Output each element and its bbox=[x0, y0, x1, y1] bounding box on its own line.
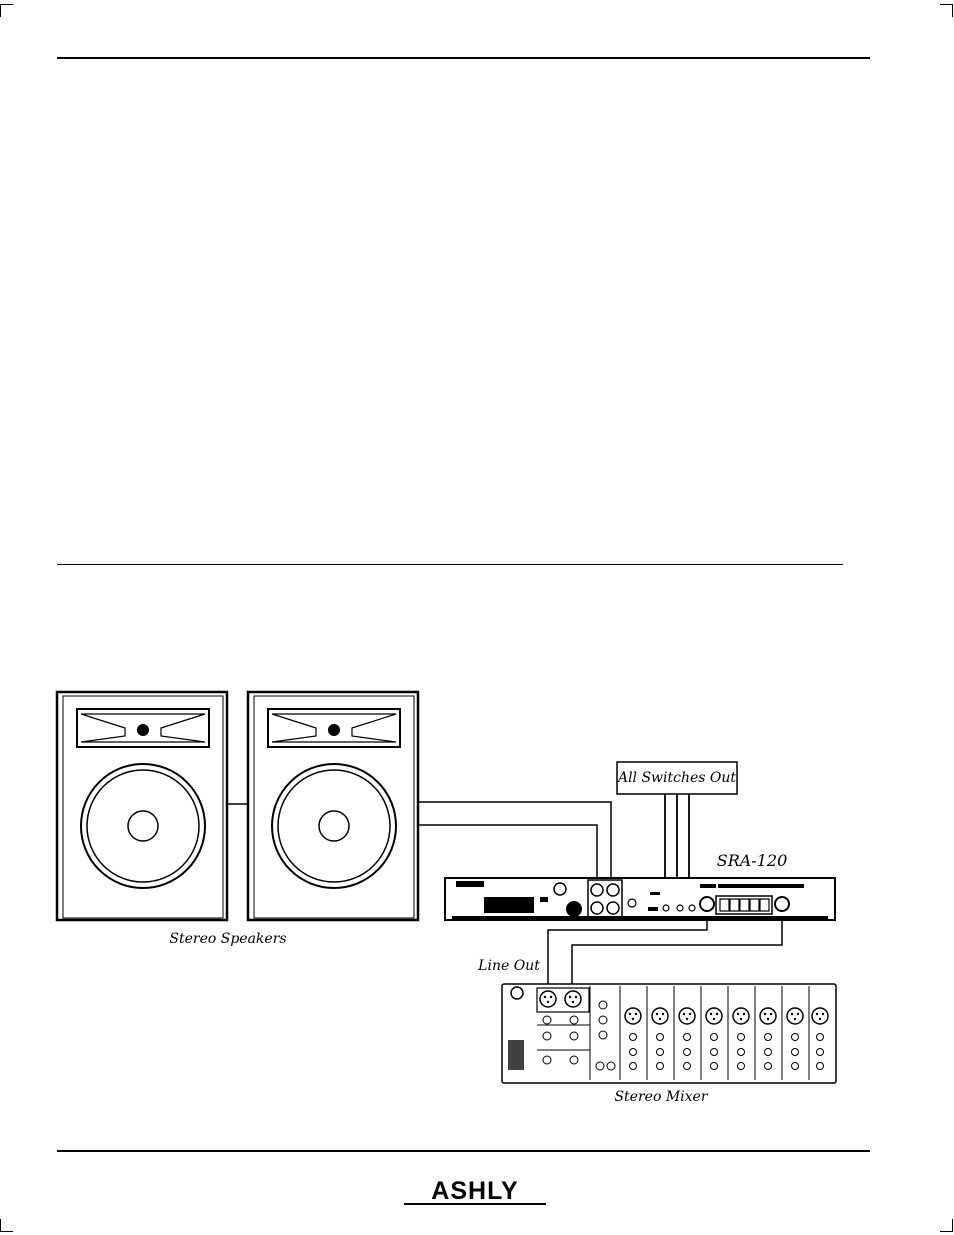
footer-rule bbox=[57, 1150, 870, 1152]
speaker-cable-1 bbox=[418, 801, 612, 878]
crop-mark-top-left bbox=[0, 4, 13, 17]
crop-mark-bottom-left bbox=[0, 1219, 13, 1232]
ashly-logo-text: ASHLY bbox=[431, 1177, 518, 1205]
line-out-label: Line Out bbox=[477, 958, 540, 974]
switches-box bbox=[616, 761, 738, 795]
amplifier-rear-panel bbox=[444, 877, 836, 921]
right-speaker bbox=[246, 690, 420, 922]
mixer-caption: Stereo Mixer bbox=[614, 1089, 708, 1105]
crop-mark-top-right bbox=[940, 4, 953, 17]
switches-label: All Switches Out bbox=[616, 770, 736, 786]
header-rule bbox=[57, 57, 870, 59]
left-speaker bbox=[55, 690, 229, 922]
crop-mark-bottom-right bbox=[940, 1219, 953, 1232]
line-out-cable-2 bbox=[571, 920, 783, 990]
amplifier-model-label: SRA-120 bbox=[717, 851, 788, 870]
section-divider bbox=[57, 564, 843, 565]
speaker-cable-2 bbox=[418, 824, 598, 878]
speakers-caption: Stereo Speakers bbox=[169, 931, 286, 947]
ashly-logo: ASHLY bbox=[404, 1177, 546, 1205]
stereo-mixer bbox=[501, 983, 837, 1084]
line-out-cable-1 bbox=[547, 920, 708, 990]
